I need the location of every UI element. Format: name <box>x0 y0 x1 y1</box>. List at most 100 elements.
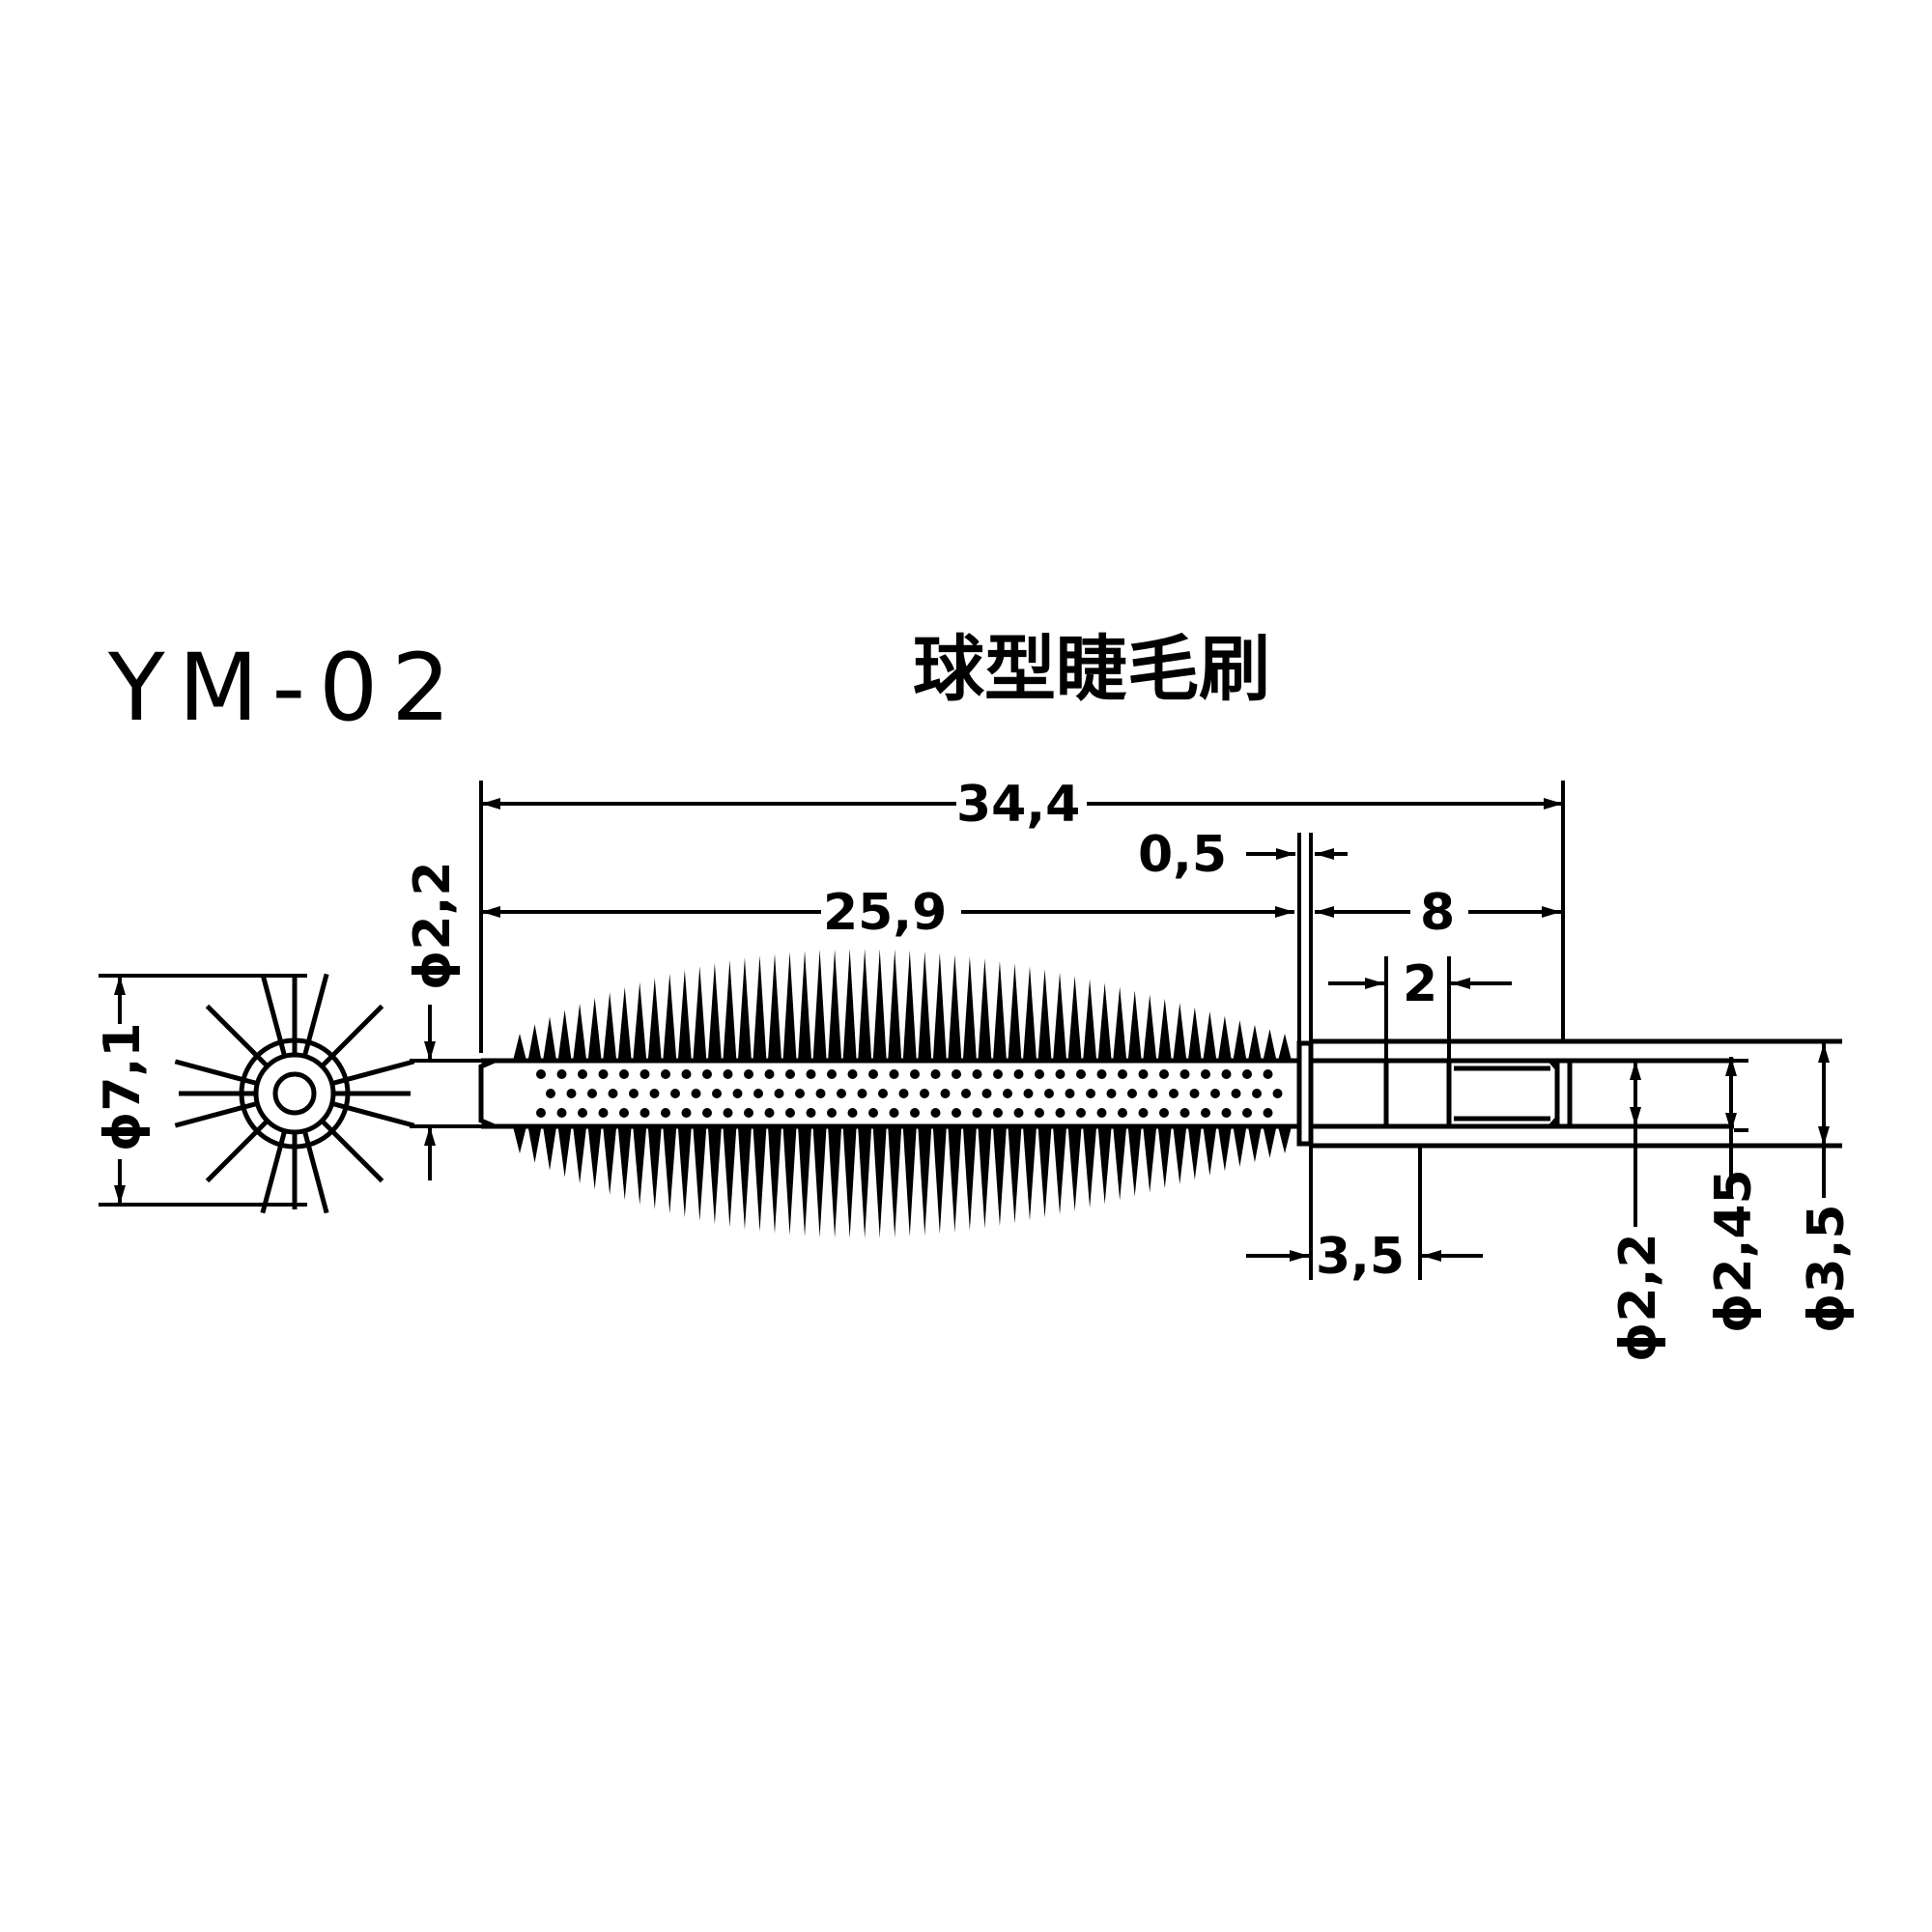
bristle <box>1217 1126 1232 1172</box>
core-dot <box>993 1108 1003 1118</box>
core-dot <box>744 1069 753 1079</box>
bristle <box>677 1126 692 1218</box>
bristle <box>798 950 812 1061</box>
core-dot <box>961 1089 971 1098</box>
bristle <box>1143 994 1157 1061</box>
core-dot <box>972 1108 982 1118</box>
bristle <box>918 1126 932 1236</box>
groove-width-dimension: 2 <box>1328 955 1512 1061</box>
core-dot <box>598 1108 609 1118</box>
bristle <box>842 949 857 1061</box>
bristle <box>693 1126 707 1221</box>
bristle <box>902 950 917 1061</box>
core-dot <box>993 1069 1003 1079</box>
core-dot <box>1148 1089 1158 1098</box>
core-dot <box>712 1089 722 1098</box>
bristle <box>1187 1007 1202 1061</box>
product-name: 球型睫毛刷 <box>913 628 1270 711</box>
bristle <box>888 949 902 1061</box>
bristle <box>647 978 662 1061</box>
bristle <box>603 992 617 1061</box>
core-dot <box>889 1069 899 1079</box>
bristle <box>768 1126 781 1235</box>
bristle <box>1263 1126 1277 1158</box>
core-dot <box>702 1108 712 1118</box>
bristle <box>557 1126 572 1178</box>
bristle <box>812 1126 827 1237</box>
core-dot <box>1065 1089 1075 1098</box>
bristle <box>1157 998 1172 1061</box>
core-dot <box>1159 1069 1169 1079</box>
bristle <box>798 1126 812 1237</box>
bristle <box>663 1126 677 1214</box>
core-dot <box>1221 1069 1232 1079</box>
bristle <box>1247 1126 1262 1163</box>
core-dot <box>1044 1089 1054 1098</box>
bristle <box>828 949 842 1061</box>
bristle <box>587 1126 602 1190</box>
bristle <box>978 958 992 1061</box>
bristle <box>1037 969 1052 1061</box>
bristle <box>1023 1126 1037 1221</box>
bristle <box>663 973 677 1061</box>
core-dot <box>857 1089 867 1098</box>
core-dot <box>910 1108 920 1118</box>
bristle <box>872 1126 887 1238</box>
bristle <box>1173 1126 1187 1184</box>
bristle <box>1053 972 1067 1061</box>
core-dot <box>1086 1089 1095 1098</box>
brush-diameter-dimension: ϕ7,1 <box>94 974 307 1207</box>
bristle <box>1233 1126 1247 1167</box>
core-dot <box>1076 1069 1086 1079</box>
core-dot <box>670 1089 680 1098</box>
bristle <box>617 1126 632 1201</box>
core-dot <box>1118 1108 1127 1118</box>
brush-diameter-label: ϕ7,1 <box>94 1022 152 1151</box>
core-dot <box>1138 1108 1149 1118</box>
bristle <box>1173 1003 1187 1061</box>
core-dot <box>619 1108 629 1118</box>
core-diameter-dimension: ϕ2,2 <box>404 861 495 1180</box>
core-dot <box>578 1069 587 1079</box>
bristle <box>1263 1029 1277 1061</box>
bristle <box>812 950 827 1061</box>
core-dot <box>1106 1089 1117 1098</box>
core-dot <box>889 1108 899 1118</box>
bristle <box>1067 976 1082 1061</box>
overall-length-label: 34,4 <box>956 776 1080 834</box>
bristle <box>723 959 737 1061</box>
collar-thickness-label: 0,5 <box>1138 826 1227 884</box>
bristle <box>1097 1126 1112 1205</box>
core-dot <box>878 1089 888 1098</box>
core-dot <box>566 1089 577 1098</box>
bristle <box>962 956 977 1061</box>
bristle <box>902 1126 917 1237</box>
core-dot <box>815 1089 826 1098</box>
bristle <box>1143 1126 1157 1193</box>
bristle <box>617 986 632 1061</box>
core-dot <box>681 1108 692 1118</box>
core-dot <box>1035 1069 1044 1079</box>
core-dot <box>691 1089 701 1098</box>
bristle <box>1187 1126 1202 1180</box>
core-dot <box>732 1089 743 1098</box>
overall-length-dimension: 34,4 <box>479 776 1565 1053</box>
bristle <box>888 1126 902 1238</box>
bristle <box>753 954 767 1061</box>
shoulder-diameter-dimension: ϕ2,45 <box>1705 1057 1763 1333</box>
core-dot <box>972 1069 982 1079</box>
model-code: YM-02 <box>107 634 464 742</box>
core-dot <box>930 1069 941 1079</box>
bristle <box>872 949 887 1061</box>
bristle <box>992 1126 1007 1227</box>
bristle <box>707 1126 722 1225</box>
bristle <box>1278 1034 1292 1061</box>
stem-diameter-label: ϕ2,2 <box>1609 1233 1667 1362</box>
core-dot <box>1179 1069 1190 1079</box>
bristle <box>633 981 647 1061</box>
core-dot <box>795 1089 805 1098</box>
bristle <box>573 1003 587 1061</box>
bristle <box>737 957 752 1061</box>
core-dot <box>1013 1069 1024 1079</box>
core-dot <box>920 1089 929 1098</box>
